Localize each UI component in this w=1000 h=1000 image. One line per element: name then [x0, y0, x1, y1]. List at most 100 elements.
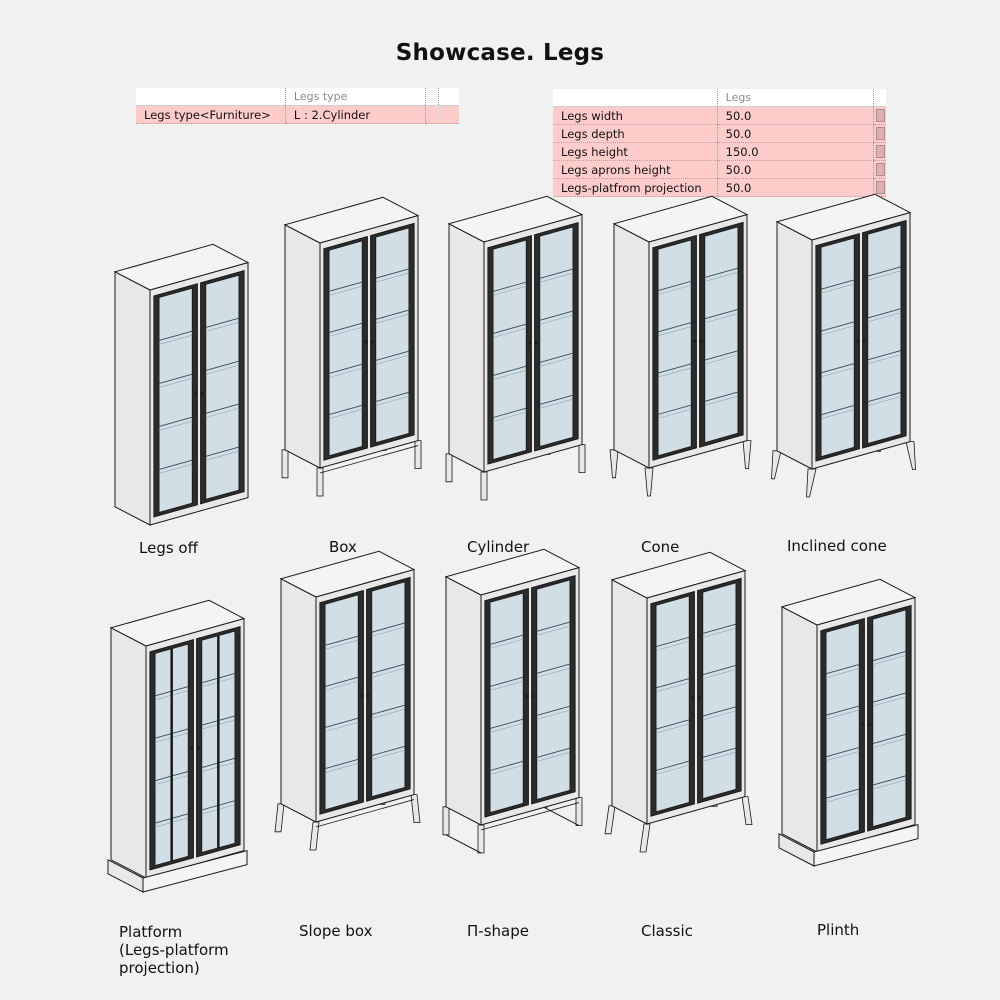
shelf-edge-0-2 — [329, 367, 363, 378]
glass-1 — [536, 579, 571, 801]
side-panel — [284, 223, 321, 469]
glass-1 — [702, 582, 737, 800]
leg-0 — [639, 823, 651, 853]
shelf-0-1 — [325, 758, 359, 770]
legs-platform-projection-value[interactable]: 50.0 — [716, 178, 874, 197]
shelf-1-3 — [867, 308, 901, 319]
legs-width-button[interactable] — [875, 109, 885, 122]
cabinet-slope-box — [274, 550, 421, 851]
shelf-1-1 — [371, 745, 405, 756]
shelf-edge-1-3 — [539, 314, 573, 325]
legs-height-button[interactable] — [875, 145, 885, 158]
shelf-1-1 — [536, 747, 570, 758]
legs-depth-value[interactable]: 50.0 — [716, 124, 874, 143]
legs-width-name: Legs width — [553, 106, 718, 125]
shelf-edge-0-1 — [658, 408, 692, 419]
shelf-0-1 — [159, 459, 193, 470]
leg-2 — [445, 453, 453, 483]
shelf-edge-0-1 — [490, 764, 524, 775]
glass-1 — [539, 226, 574, 448]
legs-depth-button[interactable] — [875, 127, 885, 140]
base-side — [107, 858, 144, 893]
legs-width-button-cell[interactable] — [873, 106, 886, 125]
legs-depth-row[interactable]: Legs depth 50.0 — [553, 124, 886, 143]
cabinet-plinth — [778, 578, 919, 867]
legs-platform-projection-button[interactable] — [875, 181, 885, 194]
glass-0 — [492, 239, 527, 461]
handle-left — [691, 695, 695, 699]
shelf-edge-0-1 — [821, 409, 855, 420]
shelf-edge-0-4 — [656, 640, 690, 651]
shelf-1-1 — [867, 391, 901, 403]
handle-left — [693, 339, 697, 343]
shelf-edge-1-2 — [539, 356, 573, 367]
variant-label-legs-off: Legs off — [139, 539, 198, 557]
shelf-edge-1-3 — [205, 364, 239, 375]
handle-left — [190, 746, 194, 750]
shelf-edge-0-4 — [826, 668, 860, 679]
glass-0 — [158, 287, 193, 513]
legs-table-header-row: Legs — [553, 89, 886, 107]
shelf-1-2 — [536, 705, 570, 716]
shelf-0-2 — [658, 363, 692, 374]
legs-aprons-height-button-cell[interactable] — [873, 160, 886, 179]
leg-2 — [281, 449, 289, 479]
shelf-0-2 — [325, 717, 359, 728]
legs-depth-button-cell[interactable] — [873, 124, 886, 143]
legs-aprons-height-name: Legs aprons height — [553, 160, 718, 179]
legs-type-table: Legs type Legs type<Furniture> L : 2.Cyl… — [136, 88, 459, 124]
shelf-edge-1-4 — [867, 270, 901, 281]
shelf-0-3 — [821, 321, 855, 332]
glass-1 — [205, 274, 240, 500]
shelf-edge-0-2 — [490, 722, 524, 733]
shelf-edge-1-2 — [375, 354, 409, 365]
shelf-edge-0-2 — [826, 751, 860, 761]
legs-platform-projection-button-cell[interactable] — [873, 178, 886, 197]
side-panel — [114, 270, 151, 526]
shelf-1-4 — [702, 623, 736, 634]
legs-height-button-cell[interactable] — [873, 142, 886, 161]
shelf-edge-1-3 — [536, 667, 570, 678]
shelf-1-4 — [867, 266, 901, 277]
legs-table-header-empty — [553, 89, 718, 107]
leg-0 — [806, 468, 817, 498]
leg-1 — [741, 796, 753, 825]
side-panel — [611, 578, 648, 825]
pi-bar-left — [445, 834, 482, 854]
leg-0 — [644, 467, 654, 497]
shelf-0-4 — [325, 635, 359, 646]
shelf-edge-1-4 — [536, 625, 570, 636]
shelf-edge-0-1 — [493, 411, 527, 422]
legs-height-row[interactable]: Legs height 150.0 — [553, 142, 886, 161]
side-panel — [280, 577, 317, 823]
shelf-edge-1-1 — [872, 779, 906, 790]
legs-aprons-height-value[interactable]: 50.0 — [716, 160, 874, 179]
variant-label-inclined-cone: Inclined cone — [787, 537, 887, 555]
handle-right — [699, 339, 703, 343]
legs-type-row[interactable]: Legs type<Furniture> L : 2.Cylinder — [136, 105, 459, 124]
legs-aprons-height-button[interactable] — [875, 163, 885, 176]
shelf-edge-0-3 — [493, 327, 527, 338]
glass-1 — [867, 224, 902, 445]
shelf-0-3 — [658, 322, 692, 333]
handle-left — [360, 694, 364, 698]
legs-aprons-height-row[interactable]: Legs aprons height 50.0 — [553, 160, 886, 179]
shelf-1-1 — [539, 394, 573, 405]
legs-type-value[interactable]: L : 2.Cylinder — [284, 105, 426, 124]
side-panel — [776, 220, 813, 470]
side-panel — [445, 575, 482, 826]
shelf-1-4 — [375, 268, 409, 279]
legs-height-value[interactable]: 150.0 — [716, 142, 874, 161]
cabinet-inclined-cone — [771, 193, 916, 498]
legs-width-row[interactable]: Legs width 50.0 — [553, 106, 886, 125]
legs-platform-projection-row[interactable]: Legs-platfrom projection 50.0 — [553, 178, 886, 197]
shelf-0-3 — [159, 373, 193, 384]
shelf-edge-1-4 — [704, 271, 738, 282]
shelf-edge-0-1 — [656, 764, 690, 775]
shelf-1-2 — [371, 704, 405, 715]
apron-front — [319, 445, 419, 474]
leg-1 — [742, 440, 752, 470]
side-panel — [781, 605, 818, 853]
legs-width-value[interactable]: 50.0 — [716, 106, 874, 125]
leg-2 — [442, 806, 450, 836]
